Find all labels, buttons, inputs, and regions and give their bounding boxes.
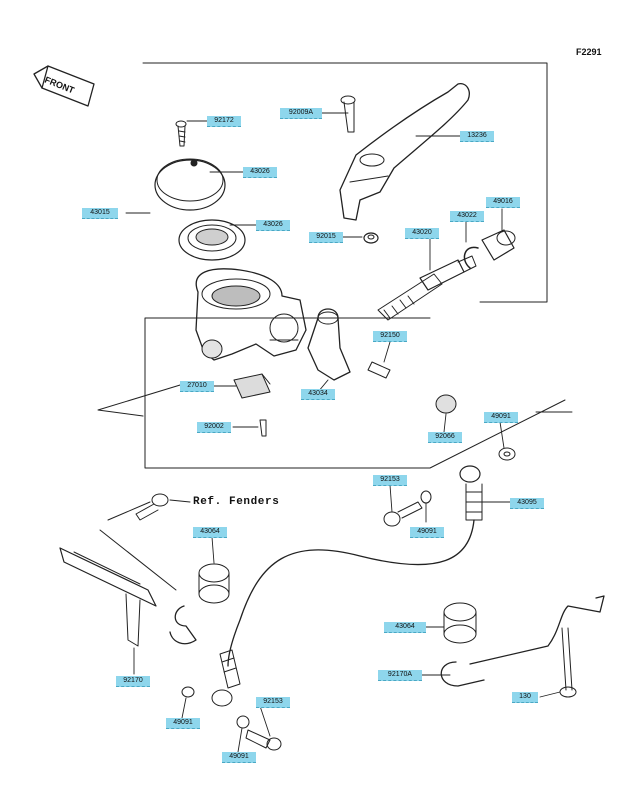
callout-92066[interactable]: 92066 xyxy=(428,432,462,443)
hose-bracket xyxy=(59,501,177,647)
callout-92172[interactable]: 92172 xyxy=(207,116,241,127)
callout-92153-lower[interactable]: 92153 xyxy=(256,697,290,708)
callout-49091-mid[interactable]: 49091 xyxy=(410,527,444,538)
washer-small xyxy=(420,490,432,504)
brake-lever xyxy=(339,83,470,221)
assembly-frame-lower xyxy=(97,381,191,417)
lever-holder xyxy=(307,308,351,381)
callout-92153-upper[interactable]: 92153 xyxy=(373,475,407,486)
callout-130[interactable]: 130 xyxy=(512,692,538,703)
callout-92170a[interactable]: 92170A xyxy=(378,670,422,681)
callout-43015[interactable]: 43015 xyxy=(82,208,118,219)
callout-43026-cap[interactable]: 43026 xyxy=(243,167,277,178)
grommet-right xyxy=(443,602,477,644)
callout-43064-right[interactable]: 43064 xyxy=(384,622,426,633)
reference-note: Ref. Fenders xyxy=(193,496,280,508)
callout-49091-upper[interactable]: 49091 xyxy=(484,412,518,423)
callout-49091-lower[interactable]: 49091 xyxy=(222,752,256,763)
callout-92170[interactable]: 92170 xyxy=(116,676,150,687)
callout-92002[interactable]: 92002 xyxy=(197,422,231,433)
callout-92015[interactable]: 92015 xyxy=(309,232,343,243)
callout-43026-diaphragm[interactable]: 43026 xyxy=(256,220,290,231)
callout-43034[interactable]: 43034 xyxy=(301,389,335,400)
callout-43020[interactable]: 43020 xyxy=(405,228,439,239)
washer-lower-2 xyxy=(236,715,250,729)
washer-upper xyxy=(498,447,516,461)
banjo-bolt-upper xyxy=(383,501,423,527)
callout-27010[interactable]: 27010 xyxy=(180,381,214,392)
callout-43064-left[interactable]: 43064 xyxy=(193,527,227,538)
brake-switch xyxy=(233,373,271,399)
screw-92002 xyxy=(259,419,267,437)
front-arrow-icon xyxy=(33,65,95,107)
banjo-fitting xyxy=(459,465,483,521)
callout-92009a[interactable]: 92009A xyxy=(280,108,322,119)
brake-hose xyxy=(227,519,475,667)
banjo-bolt-lower xyxy=(245,729,282,751)
callout-92150[interactable]: 92150 xyxy=(373,331,407,342)
assembly-frame xyxy=(142,62,566,469)
washer-lower-1 xyxy=(181,686,195,698)
reservoir-cap xyxy=(154,158,226,211)
callout-43022[interactable]: 43022 xyxy=(450,211,484,222)
grommet-left xyxy=(198,563,230,604)
bracket-bolt xyxy=(135,493,191,521)
master-cylinder-body xyxy=(195,268,307,361)
bolt-130 xyxy=(559,627,577,698)
callout-43095[interactable]: 43095 xyxy=(510,498,544,509)
piston-assembly xyxy=(377,255,477,321)
pivot-bolt xyxy=(340,95,356,133)
dust-boot xyxy=(481,229,516,261)
snap-ring xyxy=(463,246,479,269)
diaphragm xyxy=(178,219,246,261)
screw-92172 xyxy=(175,120,187,147)
callout-49016[interactable]: 49016 xyxy=(486,197,520,208)
callout-13236[interactable]: 13236 xyxy=(460,131,494,142)
cap-92066 xyxy=(435,394,457,414)
hose-fitting-lower xyxy=(211,649,241,707)
nut-92015 xyxy=(363,232,379,244)
figure-code: F2291 xyxy=(576,47,602,57)
hose-clamp-left xyxy=(169,605,197,645)
bolt-92150 xyxy=(367,361,391,379)
callout-49091-lower-left[interactable]: 49091 xyxy=(166,718,200,729)
hose-clamp-right xyxy=(440,595,605,687)
